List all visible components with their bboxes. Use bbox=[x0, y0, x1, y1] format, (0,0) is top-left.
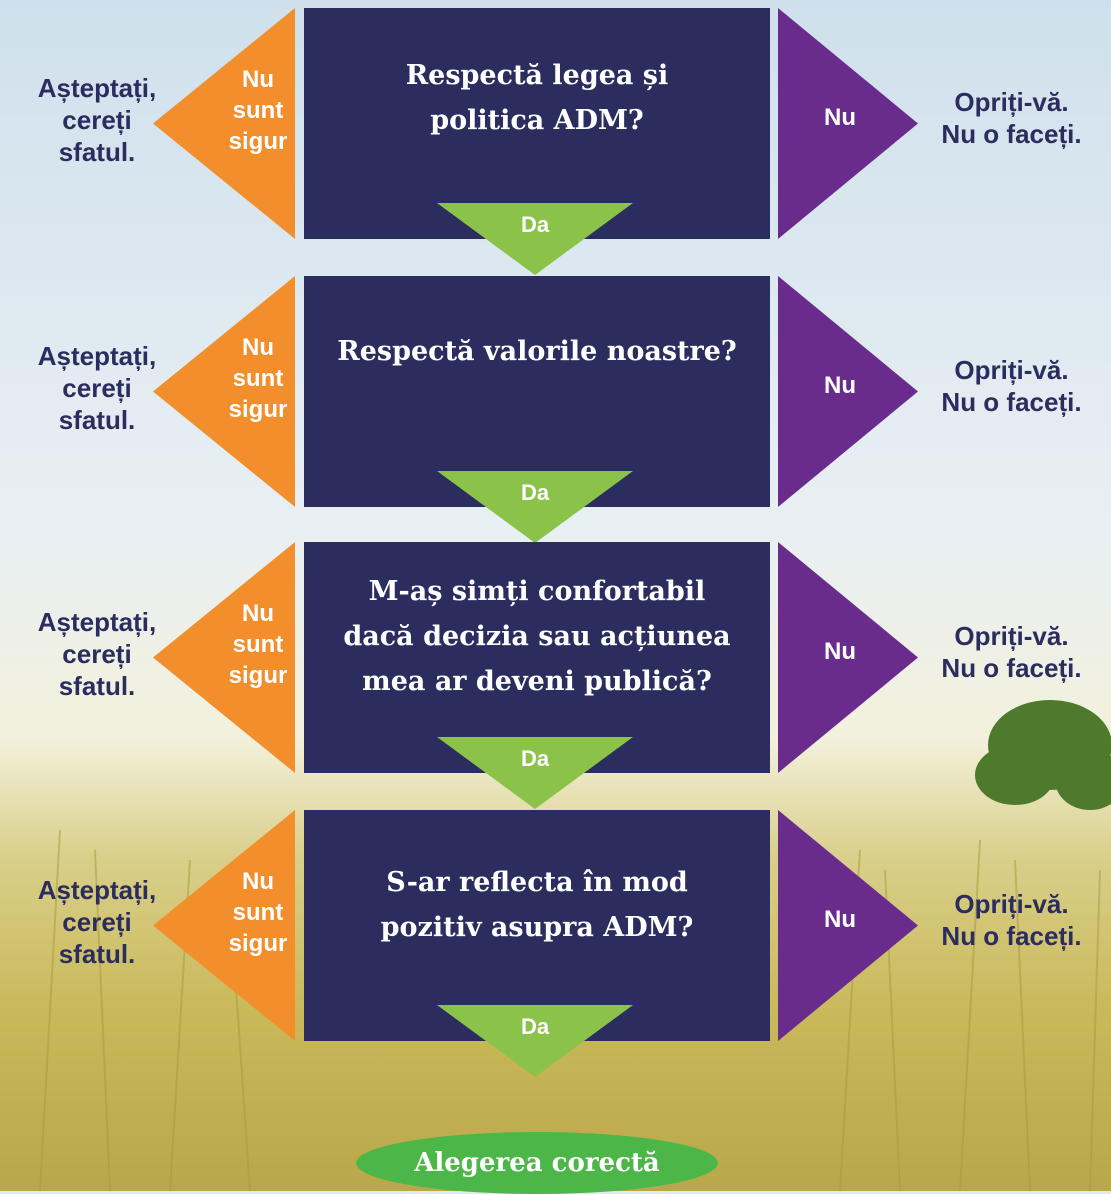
decision-step-3: M-aș simți confortabil dacă decizia sau … bbox=[0, 542, 1111, 809]
yes-label: Da bbox=[520, 746, 550, 771]
unsure-label: Nu sunt sigur bbox=[228, 334, 288, 423]
unsure-label: Nu sunt sigur bbox=[228, 868, 288, 957]
decision-step-2: Respectă valorile noastre? Da Nu sunt si… bbox=[0, 276, 1111, 543]
question-text: S-ar reflecta în mod pozitiv asupra ADM? bbox=[380, 867, 694, 943]
no-label: Nu bbox=[824, 638, 856, 665]
question-text: Respectă legea și politica ADM? bbox=[405, 60, 669, 136]
yes-label: Da bbox=[520, 1014, 550, 1039]
stop-text: Opriți-vă. Nu o faceți. bbox=[941, 87, 1082, 149]
stop-text: Opriți-vă. Nu o faceți. bbox=[941, 621, 1082, 683]
question-box bbox=[304, 542, 770, 773]
tree-icon bbox=[975, 700, 1111, 810]
question-text: Respectă valorile noastre? bbox=[337, 335, 737, 367]
unsure-label: Nu sunt sigur bbox=[228, 66, 288, 155]
question-box bbox=[304, 276, 770, 507]
no-label: Nu bbox=[824, 372, 856, 399]
wait-ask-advice-text: Așteptați, cereți sfatul. bbox=[37, 607, 157, 701]
unsure-label: Nu sunt sigur bbox=[228, 600, 288, 689]
right-choice-oval: Alegerea corectă bbox=[356, 1132, 718, 1194]
no-label: Nu bbox=[824, 906, 856, 933]
yes-label: Da bbox=[520, 480, 550, 505]
wait-ask-advice-text: Așteptați, cereți sfatul. bbox=[37, 73, 157, 167]
yes-label: Da bbox=[520, 212, 550, 237]
decision-step-4: S-ar reflecta în mod pozitiv asupra ADM?… bbox=[0, 810, 1111, 1077]
wait-ask-advice-text: Așteptați, cereți sfatul. bbox=[37, 875, 157, 969]
question-box bbox=[304, 810, 770, 1041]
stop-text: Opriți-vă. Nu o faceți. bbox=[941, 355, 1082, 417]
question-box bbox=[304, 8, 770, 239]
wait-ask-advice-text: Așteptați, cereți sfatul. bbox=[37, 341, 157, 435]
question-text: M-aș simți confortabil dacă decizia sau … bbox=[343, 575, 731, 697]
decision-step-1: Respectă legea și politica ADM? Da Nu su… bbox=[0, 8, 1111, 275]
no-label: Nu bbox=[824, 104, 856, 131]
stop-text: Opriți-vă. Nu o faceți. bbox=[941, 889, 1082, 951]
